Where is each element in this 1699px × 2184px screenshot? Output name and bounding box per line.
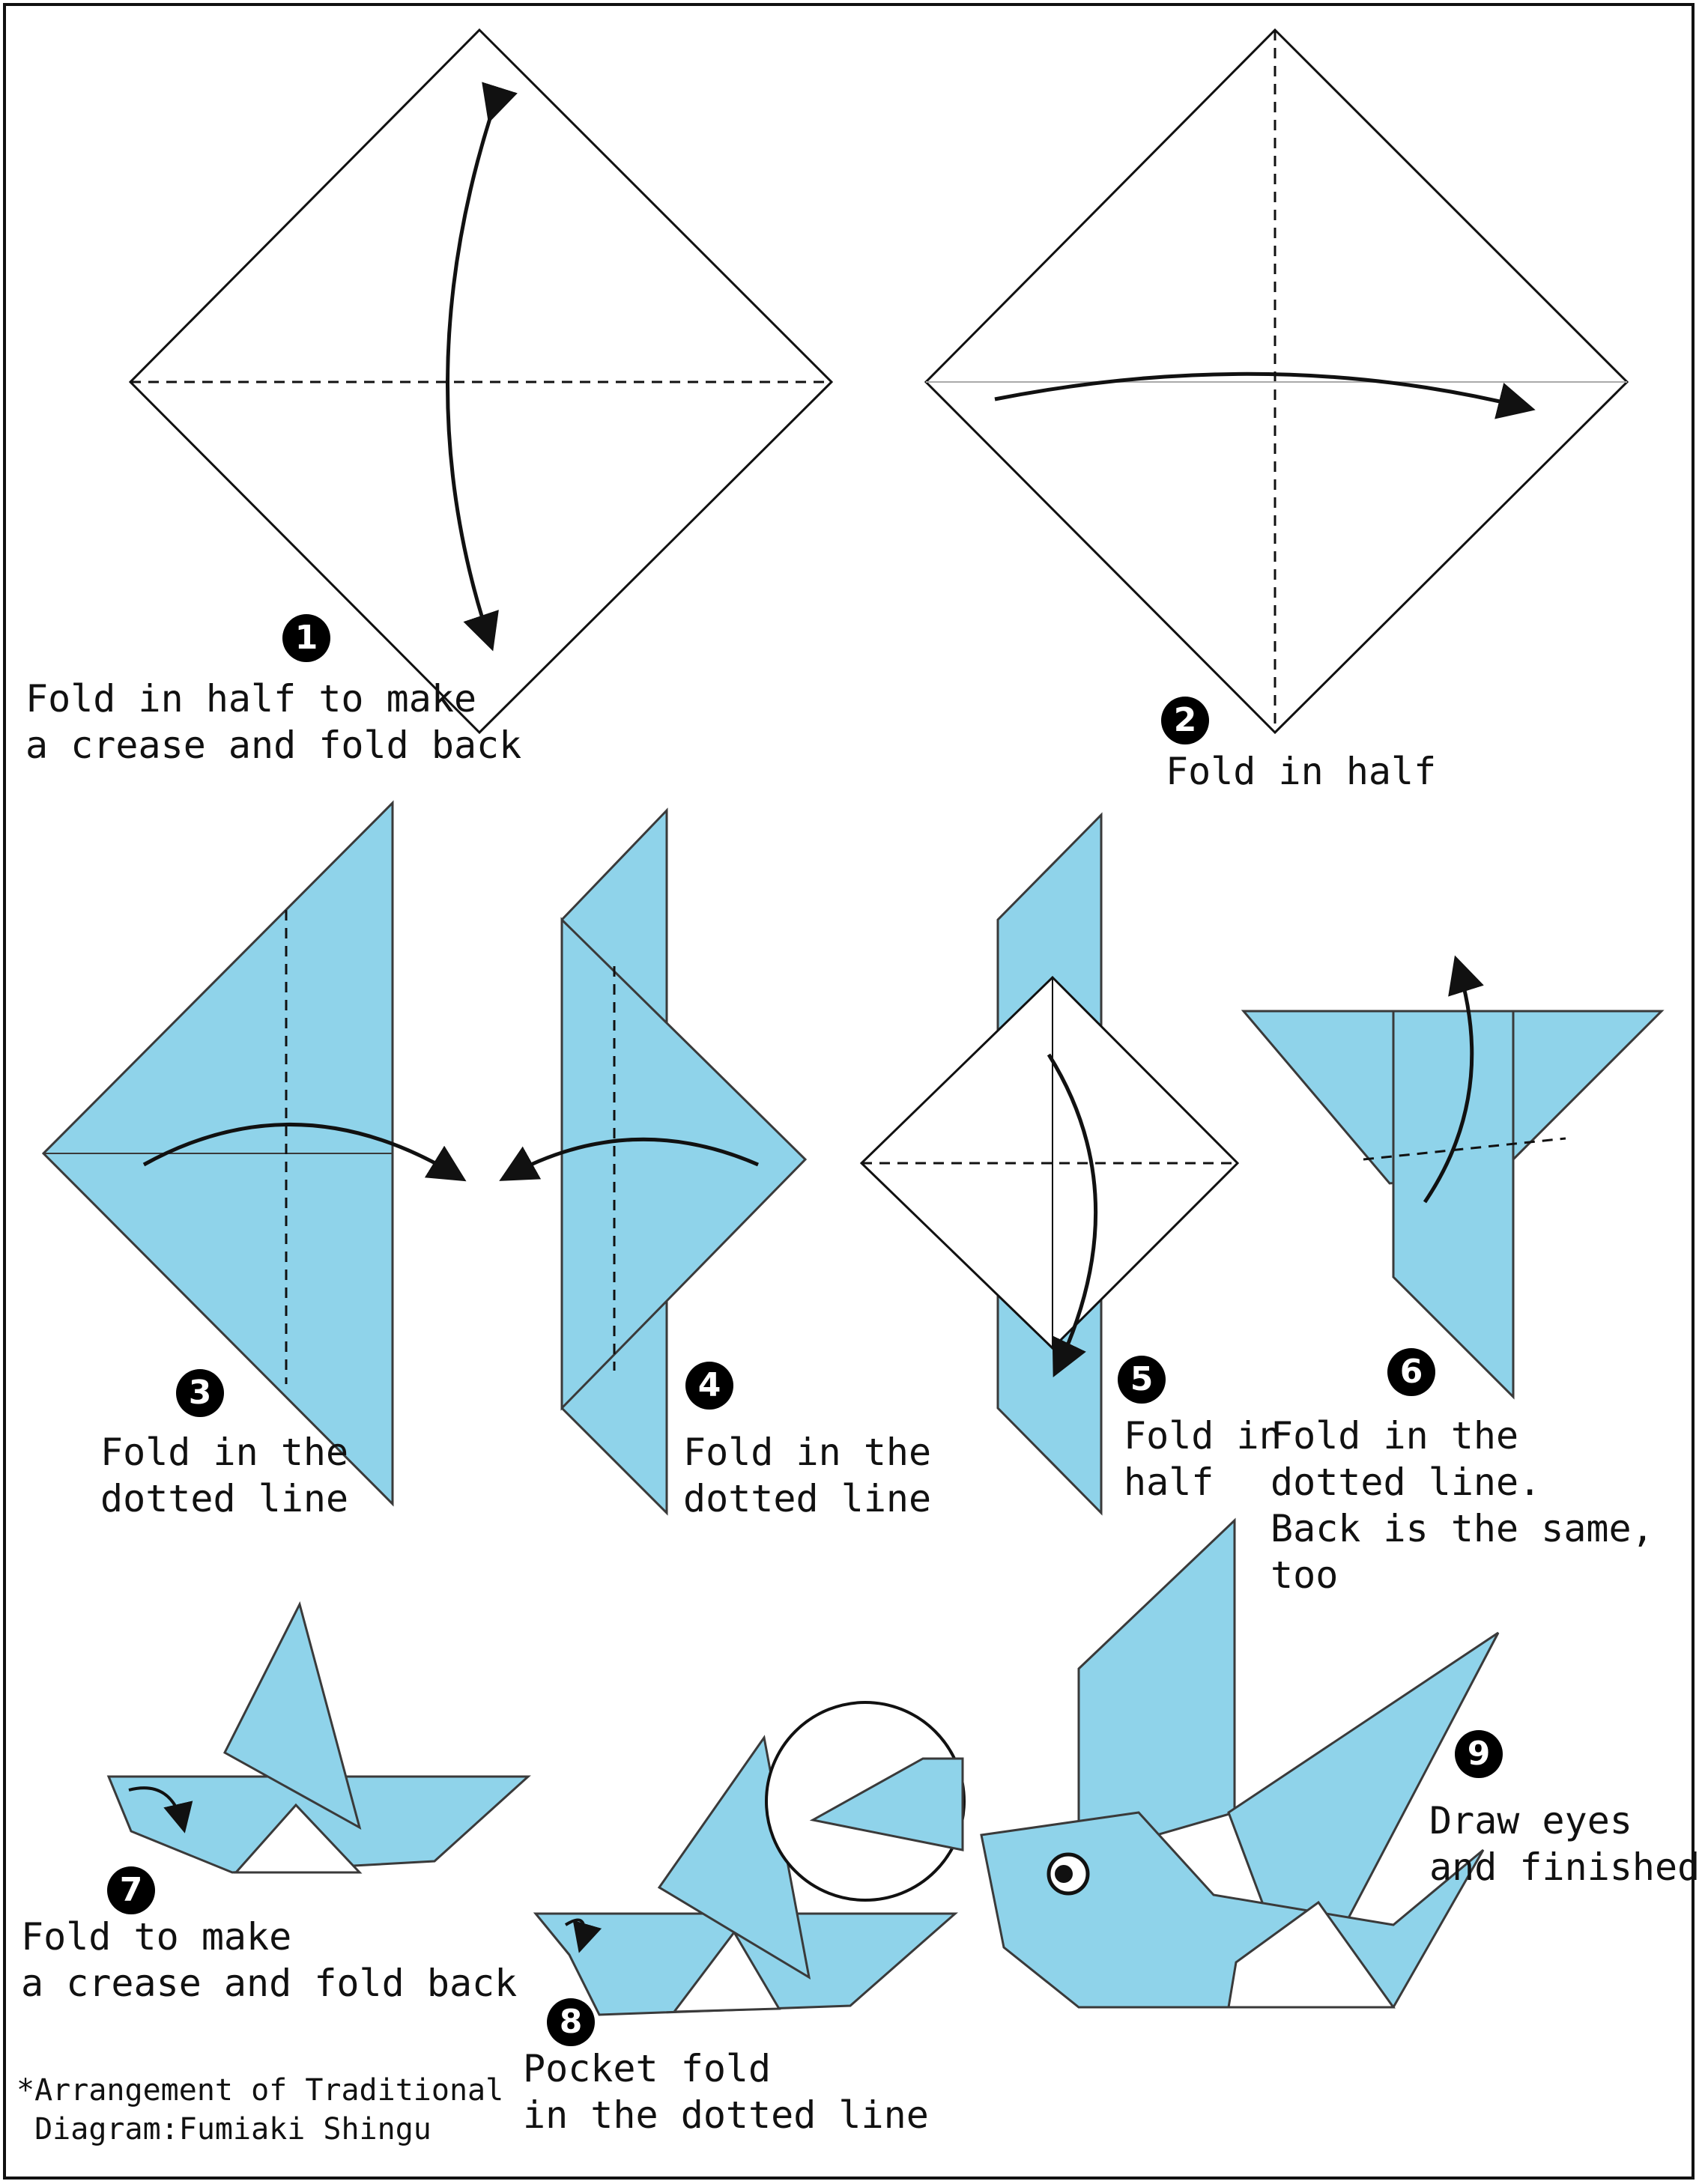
step-2-number: 2 xyxy=(1161,697,1209,744)
step-7-fold-arrow xyxy=(128,1786,193,1833)
step-4-caption: Fold in the dotted line xyxy=(683,1431,932,1520)
step-5-caption: Fold in half xyxy=(1124,1414,1282,1504)
step-7-number: 7 xyxy=(107,1866,155,1914)
step-9-figure xyxy=(980,1517,1500,2009)
step-8-fold-arrow xyxy=(564,1918,602,1953)
step-3-number: 3 xyxy=(176,1369,224,1417)
step-6-caption: Fold in the dotted line. Back is the sam… xyxy=(1271,1414,1654,1597)
step-8-number: 8 xyxy=(547,1998,595,2046)
step-5-number: 5 xyxy=(1118,1356,1166,1404)
step-6-figure xyxy=(1241,955,1665,1400)
step-9-caption: Draw eyes and finished xyxy=(1429,1799,1699,1889)
step-1-fold-arrow xyxy=(446,82,518,652)
step-1-caption: Fold in half to make a crease and fold b… xyxy=(25,677,522,767)
step-4-number: 4 xyxy=(685,1362,733,1410)
step-5-fold-arrow xyxy=(1047,1053,1097,1378)
step-2-fold-arrow xyxy=(994,371,1536,419)
step-6-fold-arrow xyxy=(1423,955,1484,1204)
step-9-number: 9 xyxy=(1455,1730,1503,1778)
step-3-caption: Fold in the dotted line xyxy=(100,1431,349,1520)
step-1-number: 1 xyxy=(282,614,330,662)
step-3-figure xyxy=(41,800,467,1507)
step-1-figure xyxy=(128,28,834,735)
step-5-figure xyxy=(859,812,1240,1516)
step-2-caption: Fold in half xyxy=(1166,750,1437,793)
credit-note: *Arrangement of Traditional Diagram:Fumi… xyxy=(16,2073,504,2147)
step-3-fold-arrow xyxy=(142,1122,467,1182)
diagram-border xyxy=(3,3,1695,2180)
step-8-figure xyxy=(533,1701,966,2016)
step-4-figure xyxy=(499,807,808,1516)
step-2-figure xyxy=(924,28,1629,735)
step-6-number: 6 xyxy=(1387,1348,1435,1396)
step-7-caption: Fold to make a crease and fold back xyxy=(21,1915,518,2005)
step-8-caption: Pocket fold in the dotted line xyxy=(523,2047,929,2137)
step-7-figure xyxy=(106,1601,531,1874)
step-4-fold-arrow xyxy=(499,1137,759,1181)
